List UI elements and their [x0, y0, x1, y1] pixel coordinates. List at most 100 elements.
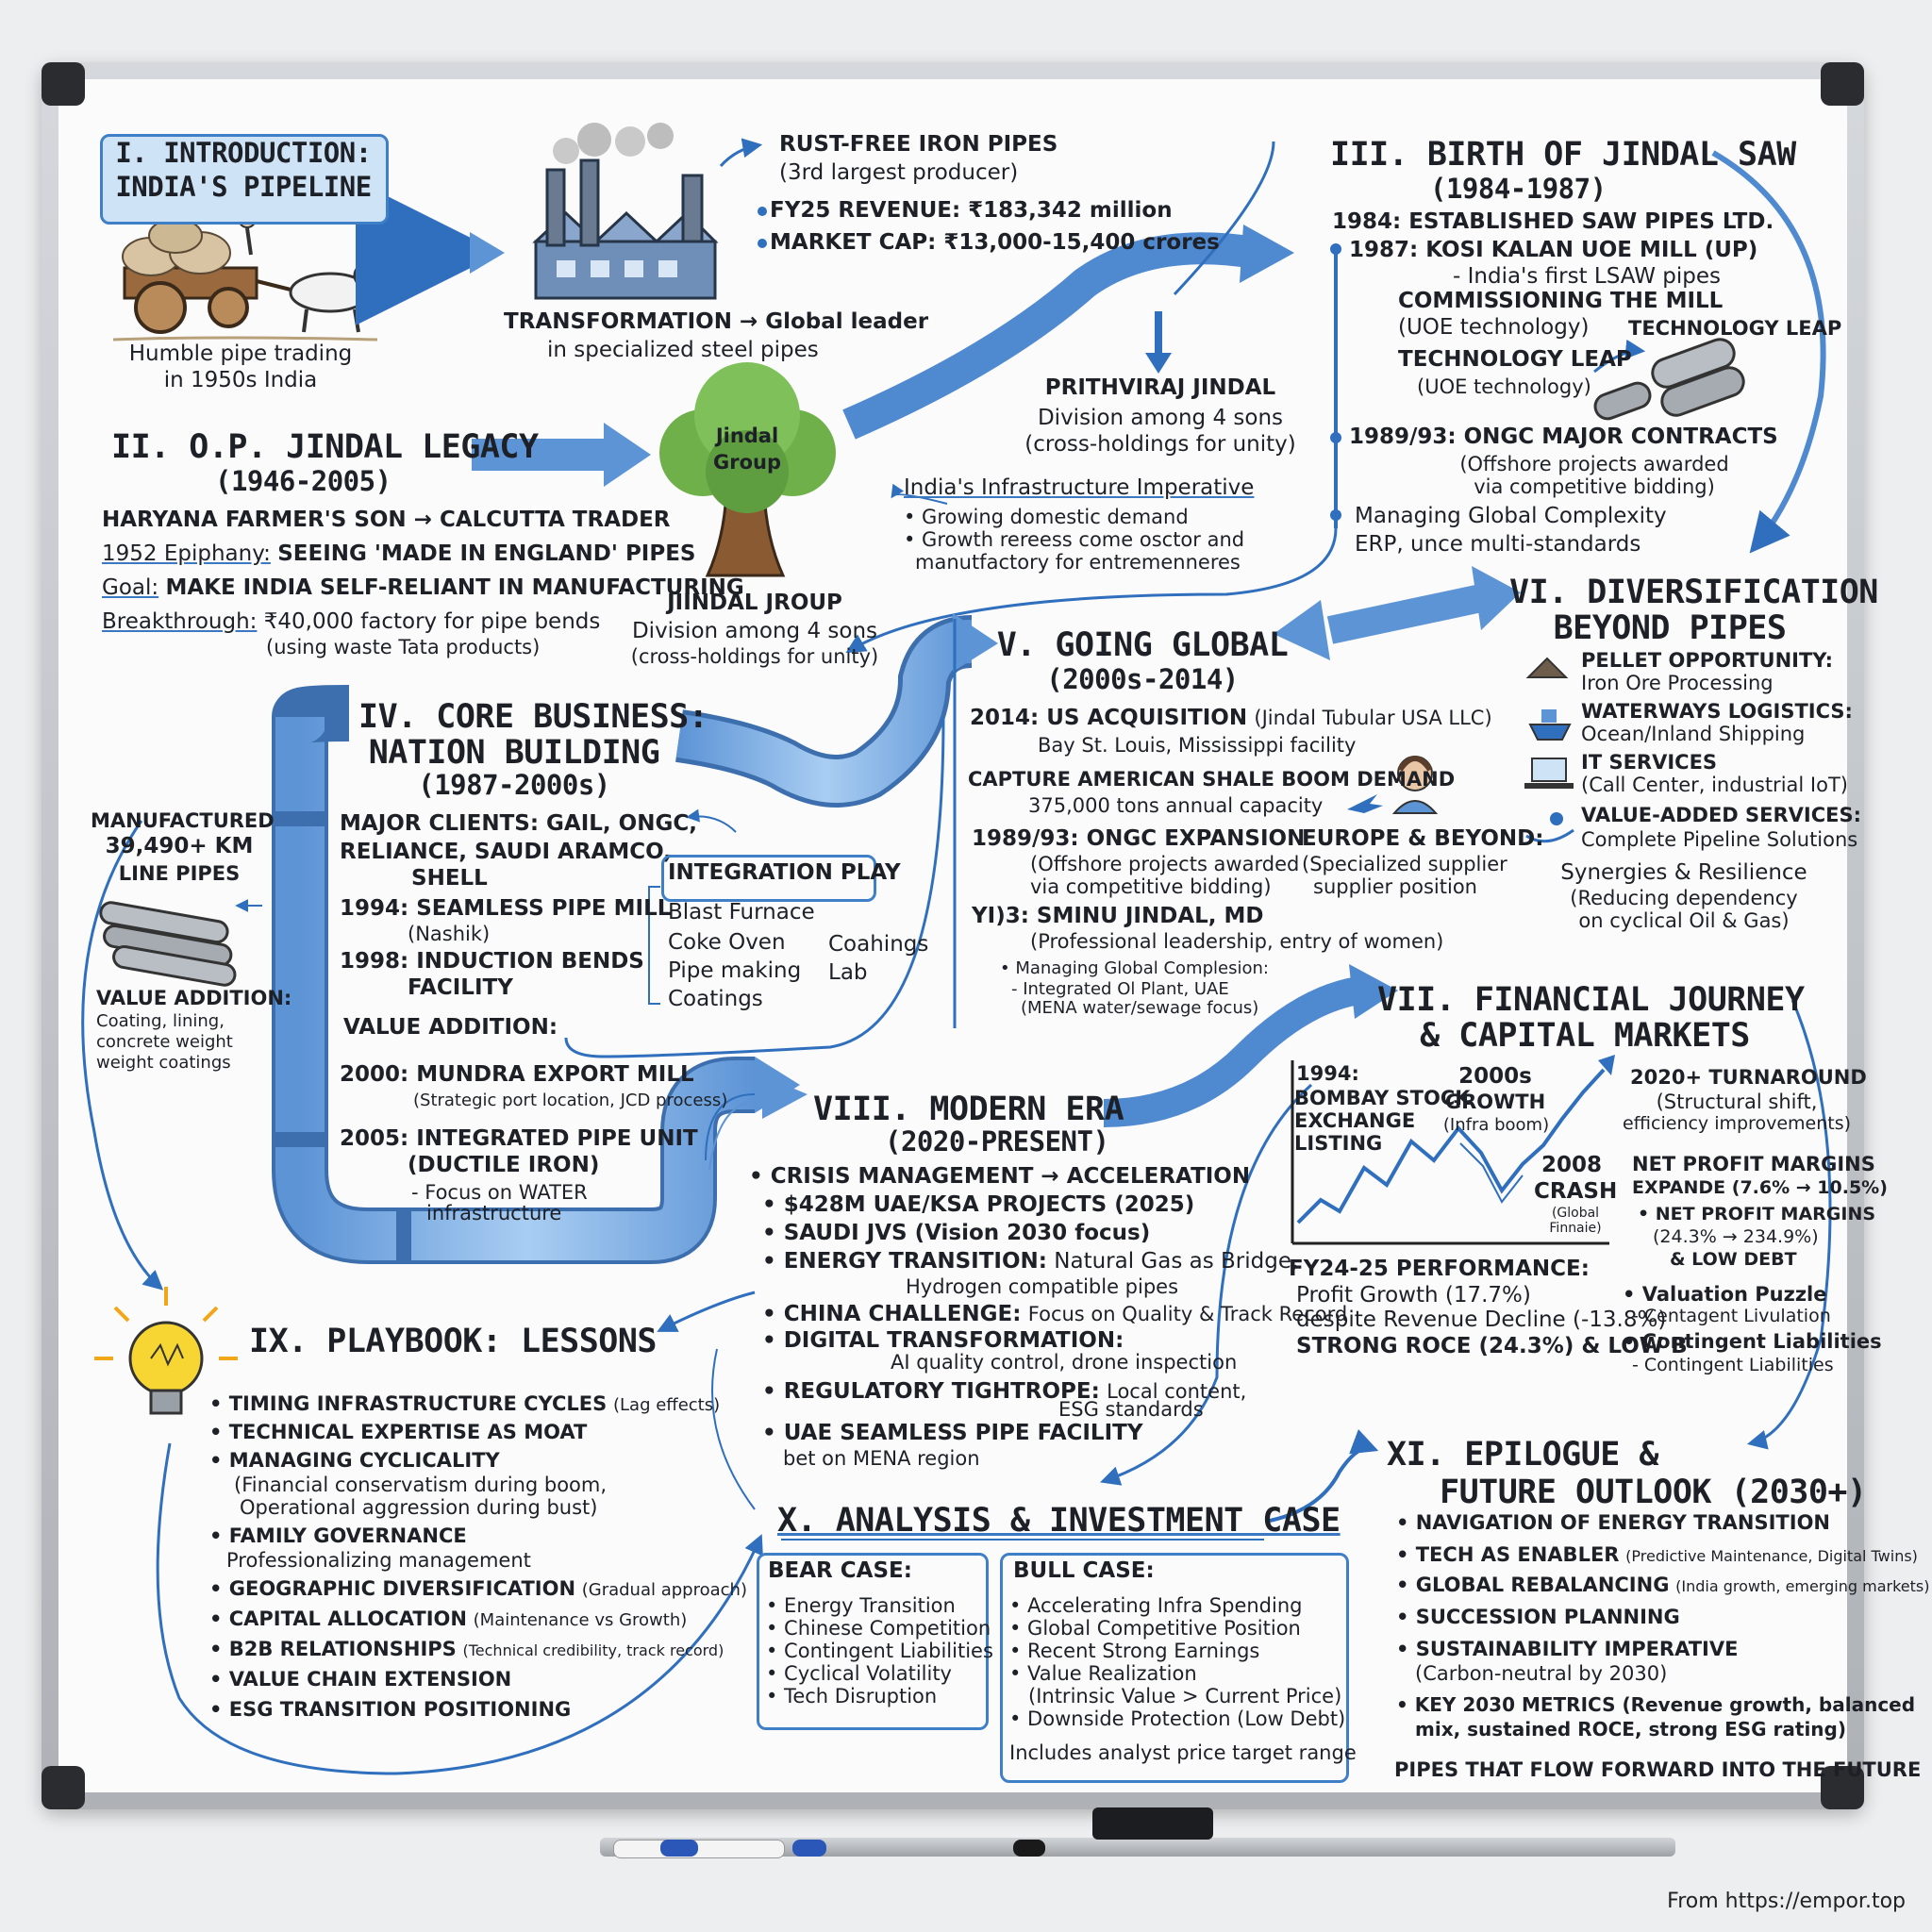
- bear-item-1: • Energy Transition: [766, 1594, 956, 1617]
- tree-label-2: Group: [712, 451, 781, 474]
- playbook-l5-label: • GEOGRAPHIC DIVERSIFICATION: [209, 1577, 576, 1600]
- playbook-l9: • ESG TRANSITION POSITIONING: [209, 1698, 572, 1721]
- fin-perf-3: despite Revenue Decline (-13.8%): [1296, 1307, 1667, 1332]
- playbook-l4: • FAMILY GOVERNANCE: [209, 1524, 467, 1547]
- marker-tray: [600, 1838, 1675, 1857]
- epilogue-closing: PIPES THAT FLOW FORWARD INTO THE FUTURE: [1394, 1758, 1922, 1781]
- lightbulb-icon: [94, 1287, 238, 1415]
- cart-caption-2: in 1950s India: [163, 368, 318, 392]
- core-1998-sub: FACILITY: [408, 975, 513, 1000]
- diversification-title-2: BEYOND PIPES: [1553, 609, 1787, 647]
- hand-coin-icon: [1525, 812, 1574, 843]
- financial-title-2: & CAPITAL MARKETS: [1420, 1017, 1750, 1055]
- modern-b7-label: • REGULATORY TIGHTROPE:: [762, 1379, 1100, 1404]
- birth-ongc-sub-1: (Offshore projects awarded: [1459, 453, 1729, 475]
- div-waterways-sub: Ocean/Inland Shipping: [1581, 723, 1806, 745]
- epilogue-e5-sub: (Carbon-neutral by 2030): [1415, 1662, 1668, 1685]
- financial-line-chart: [1291, 1055, 1615, 1245]
- intro-bullet-revenue: FY25 REVENUE: ₹183,342 million: [770, 198, 1173, 223]
- playbook-l1: • TIMING INFRASTRUCTURE CYCLES (Lag effe…: [209, 1392, 720, 1416]
- global-europe: EUROPE & BEYOND:: [1302, 826, 1544, 851]
- modern-b6: • DIGITAL TRANSFORMATION:: [762, 1328, 1124, 1353]
- infra-bullet-1: • Growing domestic demand: [904, 506, 1189, 528]
- div-synergy-1: Synergies & Resilience: [1560, 860, 1807, 885]
- div-vas-sub: Complete Pipeline Solutions: [1581, 828, 1858, 851]
- modern-b7-text: Local content,: [1107, 1380, 1247, 1403]
- modern-b5-text: Focus on Quality & Track Record: [1027, 1303, 1348, 1325]
- core-2005-sub-2: - Focus on WATER: [411, 1181, 588, 1204]
- cart-caption-1: Humble pipe trading: [128, 341, 353, 366]
- intro-bullet-rust-free-sub: (3rd largest producer): [779, 160, 1019, 185]
- core-title-2: NATION BUILDING: [368, 734, 660, 772]
- eraser[interactable]: [1092, 1807, 1213, 1840]
- global-managing: • Managing Global Complesion:: [1000, 958, 1269, 978]
- playbook-l8: • VALUE CHAIN EXTENSION: [209, 1668, 512, 1690]
- playbook-l4-sub: Professionalizing management: [226, 1549, 531, 1572]
- global-sminu: YI)3: SMINU JINDAL, MD: [972, 904, 1264, 928]
- bullock-cart-icon: [112, 209, 379, 341]
- fin-turnaround-sub-1: (Structural shift,: [1656, 1091, 1818, 1113]
- source-caption: From https://empor.top: [1667, 1890, 1906, 1913]
- intro-transformation-sub: in specialized steel pipes: [547, 338, 819, 362]
- birth-tech-leap-sub: (UOE technology): [1417, 375, 1591, 398]
- tree-icon: [659, 362, 836, 577]
- intro-title-box: [100, 134, 389, 225]
- integration-side-1: Coahings: [828, 932, 929, 957]
- epilogue-e6-sub: mix, sustained ROCE, strong ESG rating): [1415, 1718, 1847, 1740]
- legacy-line-4-text: ₹40,000 factory for pipe bends: [263, 609, 601, 634]
- fin-2008-3: (Global: [1551, 1206, 1600, 1221]
- birth-ongc-sub-2: via competitive bidding): [1474, 475, 1715, 498]
- marker-black[interactable]: [1013, 1840, 1045, 1857]
- div-vas: VALUE-ADDED SERVICES:: [1581, 804, 1862, 826]
- steel-pipes-icon: [1593, 338, 1745, 421]
- div-it-sub: (Call Center, industrial IoT): [1581, 774, 1848, 796]
- fin-turnaround-sub-2: efficiency improvements): [1622, 1113, 1852, 1134]
- fin-perf-4: STRONG ROCE (24.3%) & LOW B: [1296, 1334, 1688, 1358]
- core-1994-sub: (Nashik): [408, 923, 491, 945]
- playbook-l1-small: (Lag effects): [612, 1395, 721, 1415]
- legacy-line-1: HARYANA FARMER'S SON → CALCUTTA TRADER: [102, 508, 671, 532]
- marker-blue[interactable]: [660, 1840, 698, 1857]
- core-value-addition: VALUE ADDITION:: [343, 1015, 558, 1040]
- birth-ongc: 1989/93: ONGC MAJOR CONTRACTS: [1349, 425, 1778, 449]
- global-shale: CAPTURE AMERICAN SHALE BOOM DEMAND: [968, 768, 1456, 791]
- analysis-title: X. ANALYSIS & INVESTMENT CASE: [777, 1502, 1341, 1540]
- marker-white[interactable]: [613, 1840, 785, 1858]
- frame-corner: [1821, 62, 1864, 106]
- legacy-line-3-label: Goal:: [102, 575, 159, 600]
- global-ongc-sub-2: via competitive bidding): [1030, 875, 1272, 898]
- legacy-line-2: 1952 Epiphany: SEEING 'MADE IN ENGLAND' …: [102, 541, 696, 567]
- core-title-1: IV. CORE BUSINESS:: [358, 698, 708, 736]
- fin-perf-title: FY24-25 PERFORMANCE:: [1289, 1257, 1590, 1281]
- infra-bullet-2: • Growth rereess come osctor and: [904, 528, 1245, 551]
- modern-b5: • CHINA CHALLENGE: Focus on Quality & Tr…: [762, 1302, 1347, 1327]
- marker-blue-2[interactable]: [792, 1840, 826, 1857]
- frame-corner: [42, 1766, 85, 1809]
- financial-title-1: VII. FINANCIAL JOURNEY: [1377, 981, 1805, 1019]
- core-2000: 2000: MUNDRA EXPORT MILL: [340, 1062, 694, 1087]
- infra-bullet-2-sub: manutfactory for entremenneres: [915, 551, 1241, 574]
- core-manufactured-3: LINE PIPES: [118, 862, 241, 885]
- bull-item-4-sub: (Intrinsic Value > Current Price): [1028, 1685, 1342, 1707]
- legacy-line-2-text: SEEING 'MADE IN ENGLAND' PIPES: [277, 541, 696, 566]
- bear-item-3: • Contingent Liabilities: [766, 1640, 993, 1662]
- tree-caption-1: JIINDAL JROUP: [667, 591, 842, 615]
- global-shale-sub: 375,000 tons annual capacity: [1028, 794, 1324, 817]
- prithviraj-line-1: Division among 4 sons: [1037, 406, 1284, 430]
- modern-b3: • SAUDI JVS (Vision 2030 focus): [762, 1221, 1151, 1245]
- global-title: V. GOING GLOBAL: [996, 626, 1289, 664]
- bear-case-box: [757, 1553, 989, 1730]
- modern-years: (2020-PRESENT): [885, 1125, 1109, 1158]
- intro-transformation: TRANSFORMATION → Global leader: [504, 309, 929, 334]
- birth-managing: Managing Global Complexity: [1355, 504, 1667, 528]
- legacy-line-2-label: 1952 Epiphany:: [102, 541, 271, 566]
- intro-title-line-2: INDIA'S PIPELINE: [115, 171, 372, 203]
- playbook-l3-sub-1: (Financial conservatism during boom,: [234, 1474, 608, 1496]
- global-ongc-sub-1: (Offshore projects awarded: [1030, 853, 1300, 875]
- playbook-l6: • CAPITAL ALLOCATION (Maintenance vs Gro…: [209, 1607, 687, 1631]
- modern-b6-sub: AI quality control, drone inspection: [891, 1351, 1238, 1374]
- bear-item-4: • Cyclical Volatility: [766, 1662, 952, 1685]
- fin-puzzle-2: - Centagent Livulation: [1632, 1306, 1831, 1326]
- fin-1994-2: BOMBAY STOCK: [1294, 1087, 1471, 1109]
- fin-2000s-1: 2000s: [1458, 1064, 1532, 1089]
